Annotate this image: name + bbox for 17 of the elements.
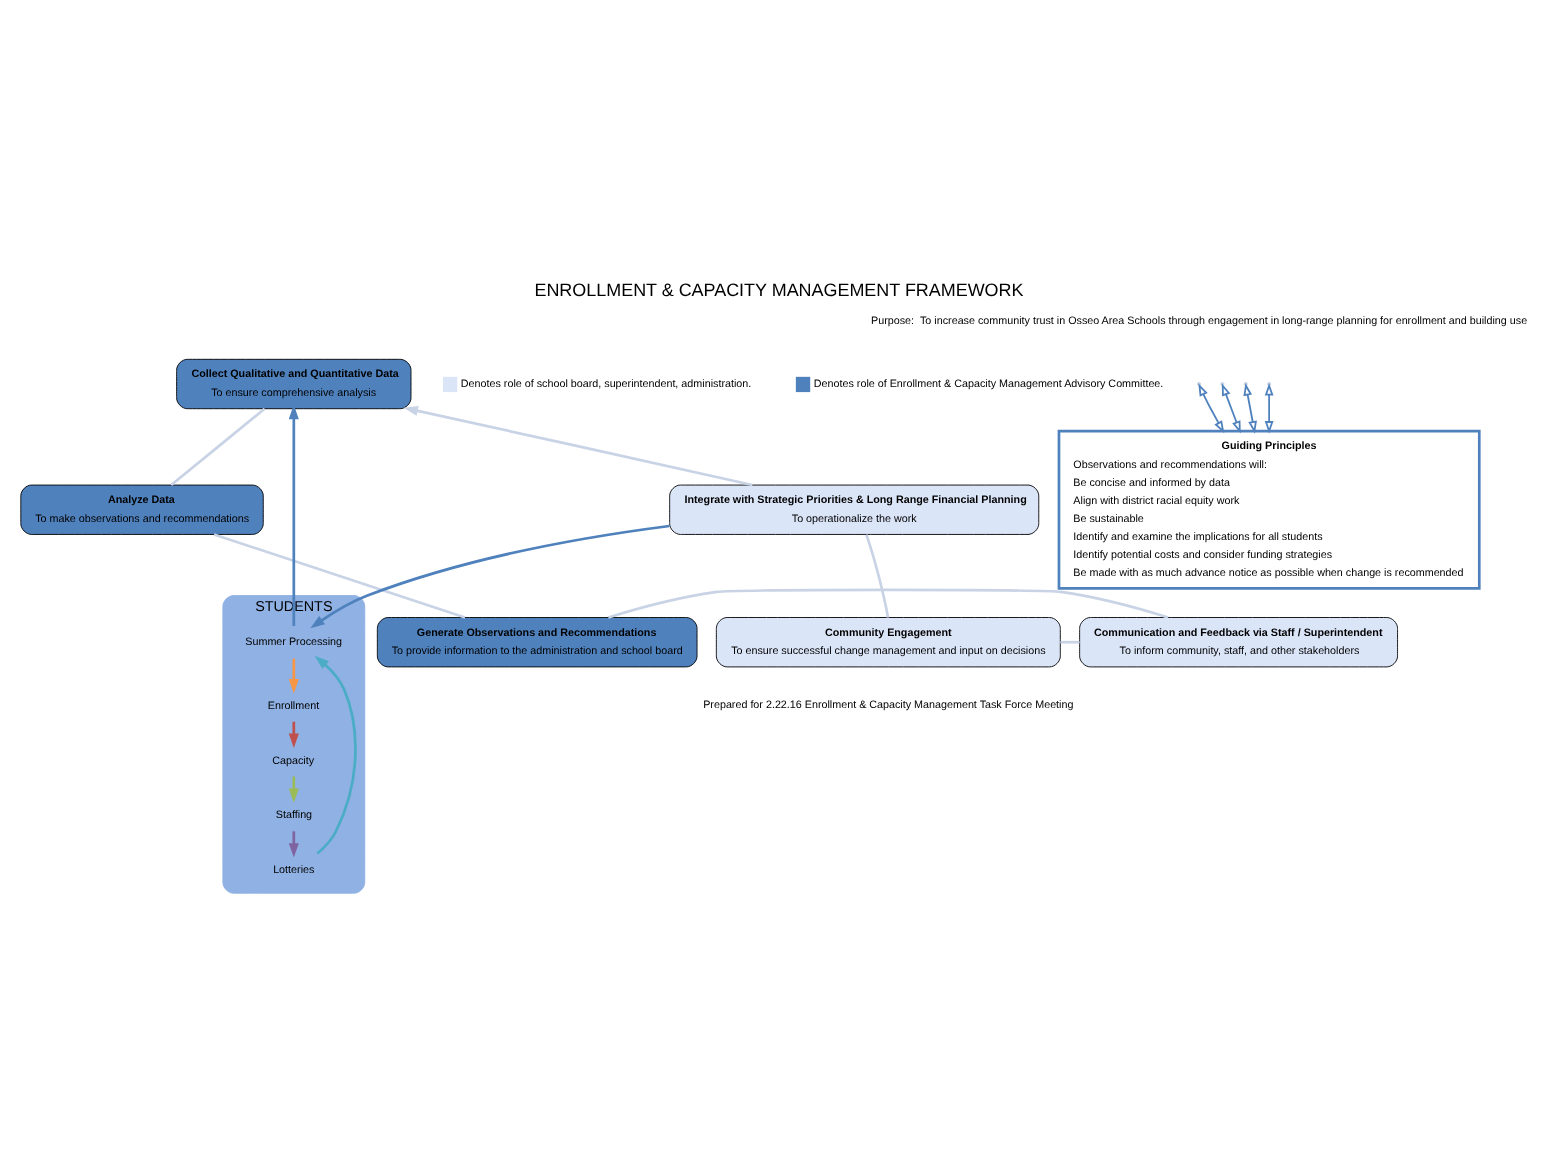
connector bbox=[865, 533, 890, 617]
arrow bbox=[1198, 382, 1225, 433]
arrow bbox=[403, 405, 753, 486]
arrow bbox=[310, 523, 670, 628]
arrow bbox=[288, 830, 299, 857]
arrow bbox=[1264, 381, 1274, 433]
arrow bbox=[1243, 382, 1257, 433]
arrow bbox=[314, 654, 357, 854]
connector bbox=[213, 532, 466, 618]
diagram-title: ENROLLMENT & CAPACITY MANAGEMENT FRAMEWORK bbox=[534, 278, 1024, 299]
connector bbox=[1060, 639, 1080, 643]
connector bbox=[170, 406, 266, 486]
arrow bbox=[288, 657, 299, 693]
arrow bbox=[288, 403, 299, 625]
arrow bbox=[1221, 382, 1241, 433]
arrow bbox=[288, 775, 299, 802]
arrow bbox=[288, 720, 299, 747]
